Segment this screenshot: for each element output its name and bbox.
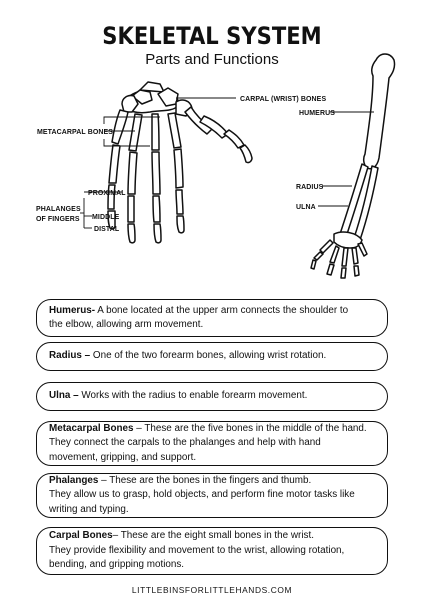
label-metacarpal: METACARPAL BONES bbox=[37, 127, 114, 136]
card-term: Ulna – bbox=[49, 390, 79, 402]
metacarpal-bones-drawing bbox=[111, 106, 213, 152]
card-term: Carpal Bones bbox=[49, 530, 113, 542]
card-metacarpal: Metacarpal Bones – These are the five bo… bbox=[36, 421, 388, 466]
card-line1: Works with the radius to enable forearm … bbox=[78, 390, 308, 402]
card-term: Phalanges bbox=[49, 474, 99, 486]
carpal-bones-drawing bbox=[121, 81, 193, 117]
card-humerus: Humerus- A bone located at the upper arm… bbox=[36, 299, 388, 337]
card-text: Humerus- A bone located at the upper arm… bbox=[49, 304, 375, 319]
label-carpal: CARPAL (WRIST) BONES bbox=[240, 94, 327, 103]
label-proximal: PROXIMAL bbox=[88, 188, 126, 197]
label-phalanges-line2: OF FINGERS bbox=[36, 214, 80, 223]
card-line3: movement, gripping, and support. bbox=[49, 451, 197, 463]
card-line2: They allow us to grasp, hold objects, an… bbox=[49, 489, 355, 501]
card-line2: They connect the carpals to the phalange… bbox=[49, 437, 321, 449]
card-text: Phalanges – These are the bones in the f… bbox=[49, 474, 375, 489]
label-distal: DISTAL bbox=[94, 224, 120, 233]
label-radius: RADIUS bbox=[296, 182, 324, 191]
page-title: SKELETAL SYSTEM bbox=[102, 22, 322, 50]
card-line1: – These are the eight small bones in the… bbox=[112, 530, 314, 542]
card-ulna: Ulna – Works with the radius to enable f… bbox=[36, 382, 388, 411]
skeleton-illustration bbox=[80, 53, 396, 279]
card-text: Ulna – Works with the radius to enable f… bbox=[49, 389, 375, 404]
label-humerus: HUMERUS bbox=[299, 108, 335, 117]
humerus-drawing bbox=[362, 53, 396, 170]
label-ulna: ULNA bbox=[296, 202, 316, 211]
card-line1: – These are the bones in the fingers and… bbox=[98, 474, 312, 486]
card-line1: One of the two forearm bones, allowing w… bbox=[90, 350, 327, 362]
card-text: Carpal Bones– These are the eight small … bbox=[49, 529, 375, 544]
card-line3: bending, and gripping motions. bbox=[49, 559, 185, 571]
page-subtitle: Parts and Functions bbox=[145, 51, 279, 68]
card-line3: writing and typing. bbox=[49, 503, 129, 515]
card-phalanges: Phalanges – These are the bones in the f… bbox=[36, 473, 388, 518]
card-line2: the elbow, allowing arm movement. bbox=[49, 319, 204, 330]
card-radius: Radius – One of the two forearm bones, a… bbox=[36, 342, 388, 371]
card-text: Metacarpal Bones – These are the five bo… bbox=[49, 422, 375, 437]
card-term: Humerus- bbox=[49, 304, 96, 316]
label-middle: MIDDLE bbox=[92, 212, 120, 221]
card-line1: A bone located at the upper arm connects… bbox=[95, 304, 349, 316]
card-text: Radius – One of the two forearm bones, a… bbox=[49, 349, 375, 364]
label-phalanges-line1: PHALANGES bbox=[36, 204, 81, 213]
card-term: Radius – bbox=[49, 350, 91, 362]
card-line1: – These are the five bones in the middle… bbox=[133, 422, 367, 434]
card-term: Metacarpal Bones bbox=[49, 422, 134, 434]
card-line2: They provide flexibility and movement to… bbox=[49, 544, 345, 556]
footer-url: LITTLEBINSFORLITTLEHANDS.COM bbox=[131, 585, 293, 595]
card-carpal: Carpal Bones– These are the eight small … bbox=[36, 527, 388, 575]
